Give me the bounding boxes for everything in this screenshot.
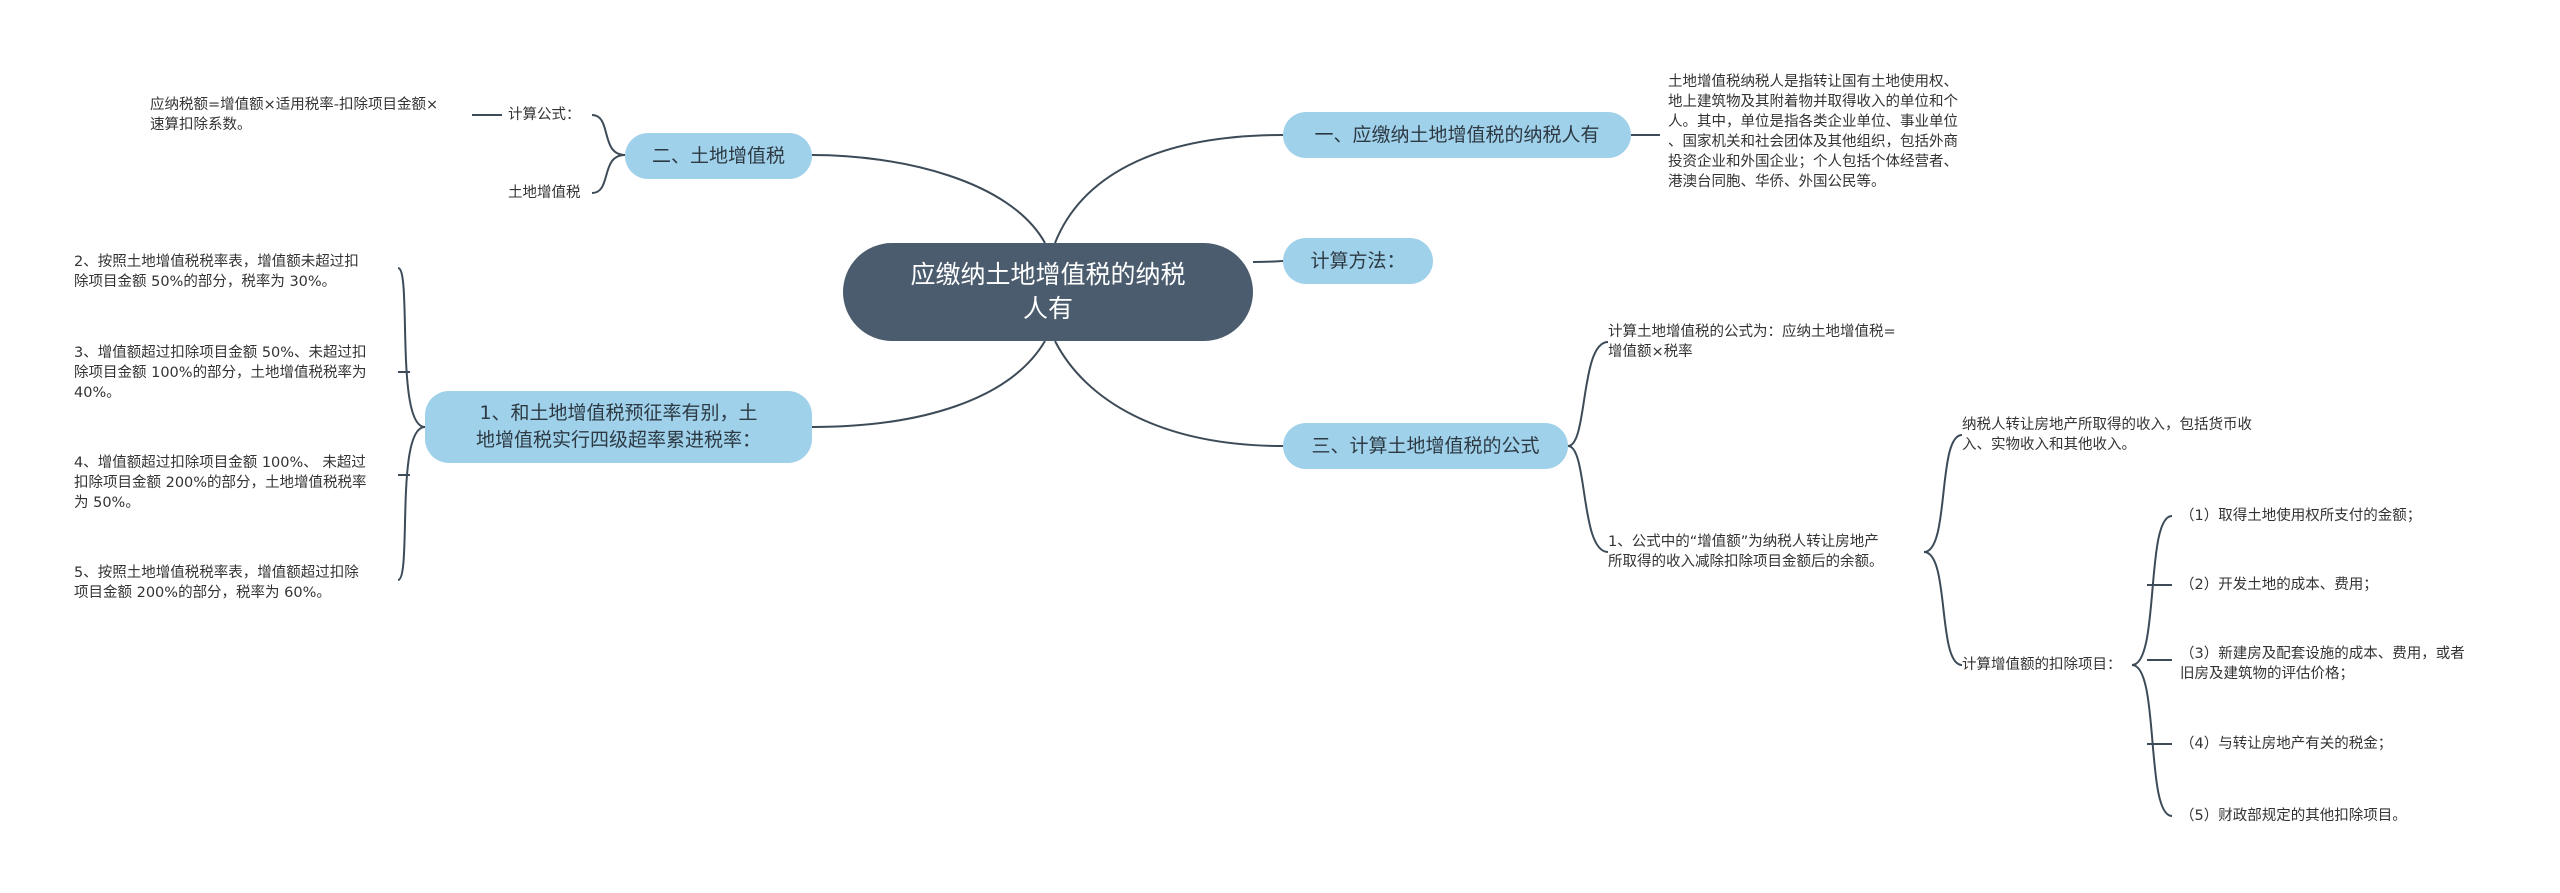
land-value-added-tax-label: 土地增值税: [508, 185, 581, 201]
value-added-note: 1、公式中的“增值额”为纳税人转让房地产 所取得的收入减除扣除项目金额后的余额。: [1608, 534, 1884, 570]
link-note-bracket: [1923, 434, 1963, 666]
income-text: 纳税人转让房地产所取得的收入，包括货币收 入、实物收入和其他收入。: [1962, 417, 2252, 453]
branch-calc-method[interactable]: 计算方法：: [1283, 238, 1433, 284]
link-root-b5: [811, 340, 1046, 428]
rate-item: 5、按照土地增值税税率表，增值额超过扣除 项目金额 200%的部分，税率为 60…: [74, 565, 359, 601]
link-root-b1: [1054, 134, 1284, 244]
branch-land-tax[interactable]: 二、土地增值税: [625, 133, 812, 179]
formula-text: 计算土地增值税的公式为：应纳土地增值税= 增值额×税率: [1608, 324, 1896, 360]
branch-formula[interactable]: 三、计算土地增值税的公式: [1283, 423, 1568, 469]
taxpayer-description: 土地增值税纳税人是指转让国有土地使用权、 地上建筑物及其附着物并取得收入的单位和…: [1668, 74, 1958, 190]
branch-taxpayers[interactable]: 一、应缴纳土地增值税的纳税人有: [1283, 112, 1631, 158]
deduction-item: （5）财政部规定的其他扣除项目。: [2180, 808, 2407, 824]
link-root-b4: [811, 154, 1046, 244]
link-deduct-bracket: [2131, 515, 2173, 817]
deduction-items-title: 计算增值额的扣除项目：: [1962, 657, 2122, 673]
link-b5-bracket: [397, 267, 426, 581]
tax-amount-formula: 应纳税额=增值额×适用税率-扣除项目金额× 速算扣除系数。: [150, 97, 439, 133]
branch-progressive-rates[interactable]: 1、和土地增值税预征率有别，土 地增值税实行四级超率累进税率：: [425, 391, 812, 463]
link-root-b2: [1252, 260, 1284, 263]
link-b4-bracket: [591, 114, 626, 194]
deduction-item: （3）新建房及配套设施的成本、费用，或者 旧房及建筑物的评估价格；: [2180, 646, 2465, 682]
rate-item: 2、按照土地增值税税率表，增值额未超过扣 除项目金额 50%的部分，税率为 30…: [74, 254, 359, 290]
link-root-b3: [1054, 340, 1284, 447]
rate-item: 3、增值额超过扣除项目金额 50%、未超过扣 除项目金额 100%的部分，土地增…: [74, 345, 367, 401]
deduction-item: （4）与转让房地产有关的税金；: [2180, 736, 2393, 752]
deduction-item: （1）取得土地使用权所支付的金额；: [2180, 508, 2422, 524]
formula-label: 计算公式：: [508, 107, 581, 123]
root-topic[interactable]: 应缴纳土地增值税的纳税 人有: [843, 243, 1253, 341]
deduction-item: （2）开发土地的成本、费用；: [2180, 577, 2378, 593]
link-b3-bracket: [1567, 341, 1609, 553]
rate-item: 4、增值额超过扣除项目金额 100%、 未超过 扣除项目金额 200%的部分，土…: [74, 455, 367, 511]
